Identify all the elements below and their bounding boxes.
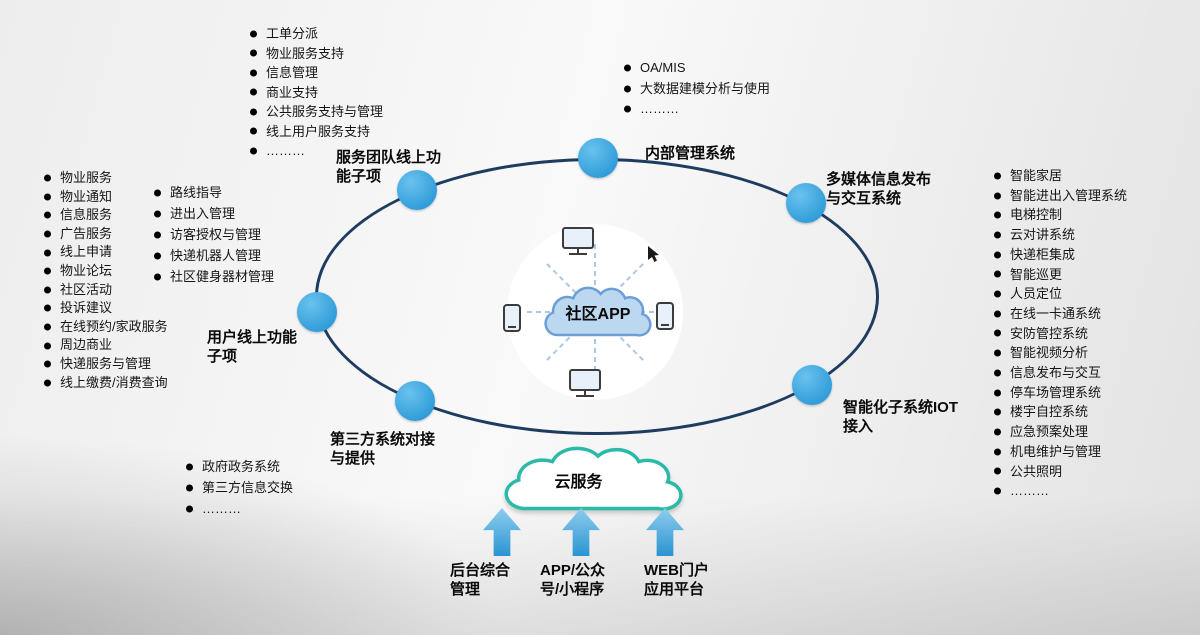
list-item: 智能视频分析 bbox=[992, 343, 1127, 363]
node-title-internal-management: 内部管理系统 bbox=[645, 145, 736, 162]
list-item: 快递柜集成 bbox=[992, 245, 1127, 265]
smartphone-icon bbox=[503, 304, 521, 332]
list-item: 停车场管理系统 bbox=[992, 383, 1127, 403]
list-item: 电梯控制 bbox=[992, 205, 1127, 225]
list-item: OA/MIS bbox=[622, 58, 770, 79]
list-service-team: 工单分派物业服务支持信息管理商业支持公共服务支持与管理线上用户服务支持……… bbox=[248, 24, 383, 161]
list-item: 快递服务与管理 bbox=[42, 355, 168, 374]
list-user-functions-extra: 路线指导进出入管理访客授权与管理快递机器人管理社区健身器材管理 bbox=[152, 182, 274, 287]
list-item: 大数据建模分析与使用 bbox=[622, 79, 770, 100]
list-item: 周边商业 bbox=[42, 336, 168, 355]
list-item: 智能巡更 bbox=[992, 265, 1127, 285]
list-item: 云对讲系统 bbox=[992, 225, 1127, 245]
list-item: 在线一卡通系统 bbox=[992, 304, 1127, 324]
list-item: 人员定位 bbox=[992, 284, 1127, 304]
list-third-party: 政府政务系统第三方信息交换……… bbox=[184, 456, 293, 519]
list-item: 物业通知 bbox=[42, 188, 168, 207]
list-item: 机电维护与管理 bbox=[992, 442, 1127, 462]
node-service-team bbox=[397, 170, 437, 210]
list-item: 安防管控系统 bbox=[992, 324, 1127, 344]
list-user-functions: 物业服务物业通知信息服务广告服务线上申请物业论坛社区活动投诉建议在线预约/家政服… bbox=[42, 169, 168, 392]
list-item: 线上缴费/消费查询 bbox=[42, 374, 168, 393]
arrow-label-app: APP/公众 号/小程序 bbox=[540, 562, 606, 598]
monitor-icon bbox=[569, 369, 601, 397]
list-item: 物业服务支持 bbox=[248, 44, 383, 64]
node-title-multimedia: 多媒体信息发布 与交互系统 bbox=[826, 171, 932, 207]
list-item: 政府政务系统 bbox=[184, 456, 293, 477]
cloud-icon bbox=[506, 448, 681, 509]
list-item: 物业论坛 bbox=[42, 262, 168, 281]
list-item: 社区活动 bbox=[42, 281, 168, 300]
monitor-icon bbox=[562, 227, 594, 255]
node-title-third-party: 第三方系统对接 与提供 bbox=[330, 431, 436, 467]
node-multimedia bbox=[786, 183, 826, 223]
community-app-hub bbox=[503, 224, 683, 400]
node-title-iot: 智能化子系统IOT 接入 bbox=[843, 399, 958, 435]
list-item: 应急预案处理 bbox=[992, 422, 1127, 442]
node-iot bbox=[792, 365, 832, 405]
list-item: 路线指导 bbox=[152, 182, 274, 203]
list-item: 楼宇自控系统 bbox=[992, 402, 1127, 422]
list-item: 线上申请 bbox=[42, 243, 168, 262]
list-item: 公共照明 bbox=[992, 462, 1127, 482]
list-item: ……… bbox=[992, 481, 1127, 501]
list-item: 商业支持 bbox=[248, 83, 383, 103]
list-item: ……… bbox=[184, 498, 293, 519]
list-item: 物业服务 bbox=[42, 169, 168, 188]
list-iot: 智能家居智能进出入管理系统电梯控制云对讲系统快递柜集成智能巡更人员定位在线一卡通… bbox=[992, 166, 1127, 501]
cursor-icon bbox=[648, 246, 659, 262]
list-item: ……… bbox=[248, 141, 383, 161]
list-item: 第三方信息交换 bbox=[184, 477, 293, 498]
node-title-user-functions: 用户线上功能 子项 bbox=[207, 329, 298, 365]
node-user-functions bbox=[297, 292, 337, 332]
cloud-service-label: 云服务 bbox=[554, 474, 603, 491]
list-item: 信息管理 bbox=[248, 63, 383, 83]
list-item: 信息发布与交互 bbox=[992, 363, 1127, 383]
cloud-service-shape bbox=[466, 436, 691, 518]
list-item: 智能家居 bbox=[992, 166, 1127, 186]
list-item: 投诉建议 bbox=[42, 299, 168, 318]
arrow-label-backend: 后台综合 管理 bbox=[450, 562, 511, 598]
list-item: 在线预约/家政服务 bbox=[42, 318, 168, 337]
list-item: ……… bbox=[622, 99, 770, 120]
list-item: 公共服务支持与管理 bbox=[248, 102, 383, 122]
arrow-label-web: WEB门户 应用平台 bbox=[644, 562, 709, 598]
app-cloud-icon bbox=[546, 288, 651, 336]
list-item: 快递机器人管理 bbox=[152, 245, 274, 266]
list-item: 访客授权与管理 bbox=[152, 224, 274, 245]
smartphone-icon bbox=[656, 302, 674, 330]
list-item: 进出入管理 bbox=[152, 203, 274, 224]
node-third-party bbox=[395, 381, 435, 421]
list-item: 社区健身器材管理 bbox=[152, 266, 274, 287]
list-item: 线上用户服务支持 bbox=[248, 122, 383, 142]
list-item: 广告服务 bbox=[42, 225, 168, 244]
list-item: 智能进出入管理系统 bbox=[992, 186, 1127, 206]
list-item: 工单分派 bbox=[248, 24, 383, 44]
list-item: 信息服务 bbox=[42, 206, 168, 225]
node-internal-management bbox=[578, 138, 618, 178]
community-app-label: 社区APP bbox=[565, 306, 631, 323]
